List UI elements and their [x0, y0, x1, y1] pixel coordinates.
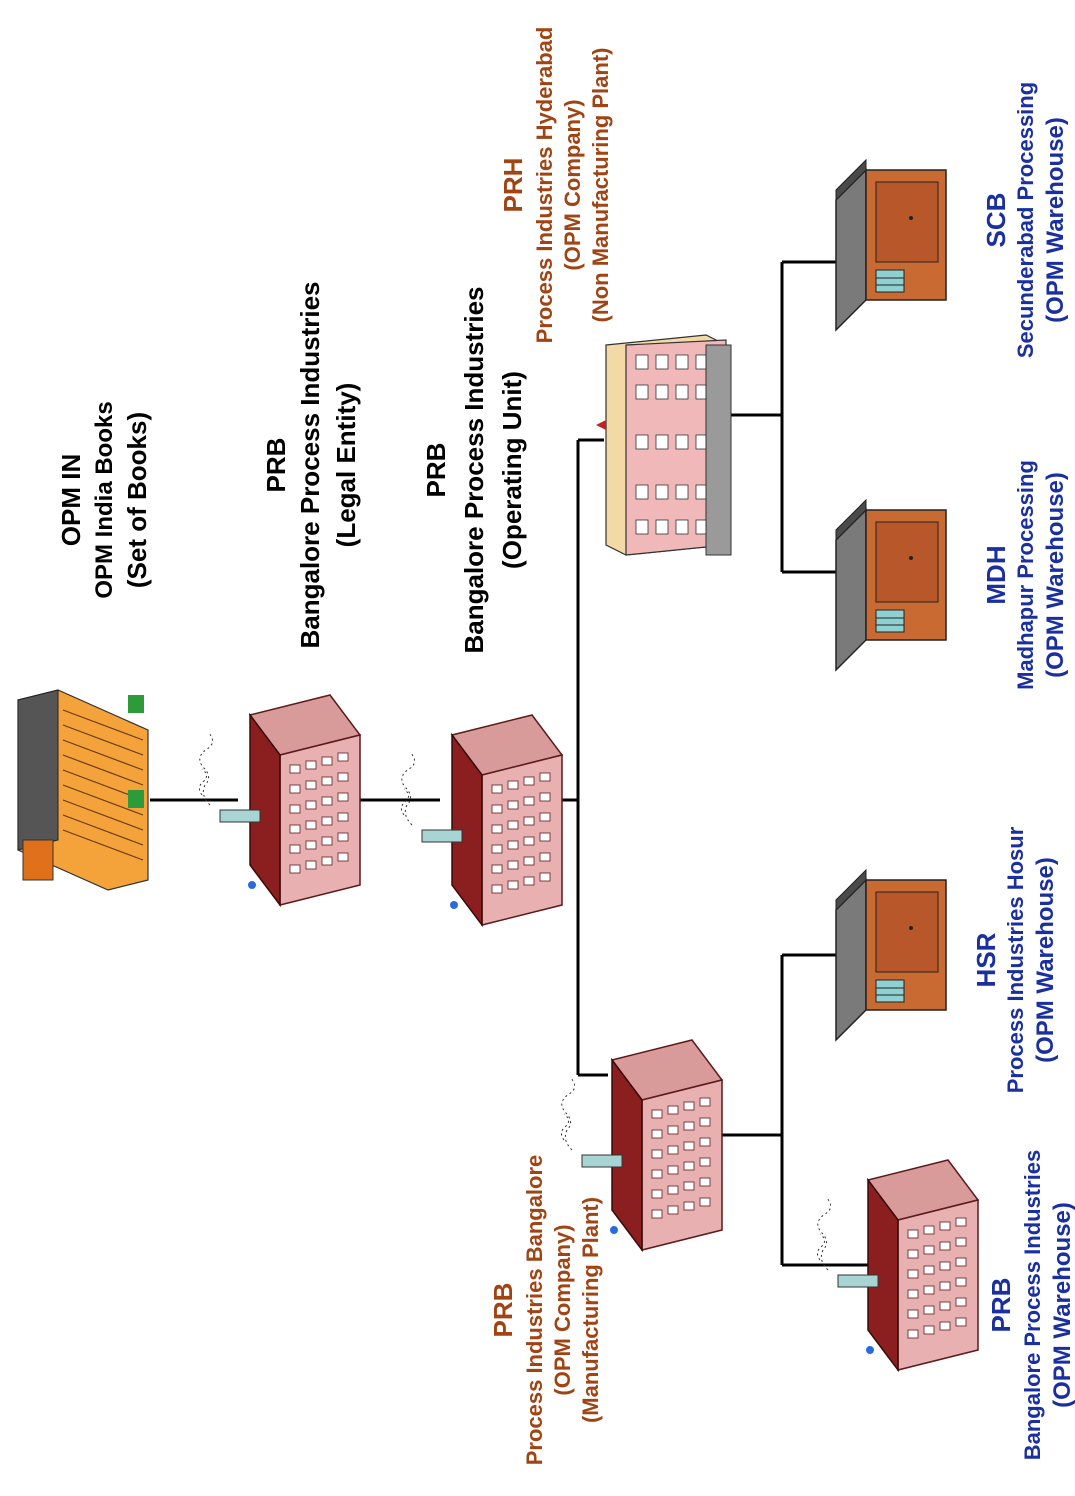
label-hsr: HSR Process Industries Hosur (OPM Wareho… [971, 826, 1059, 1093]
operating-unit-name: Bangalore Process Industries [459, 286, 489, 653]
label-mdh: MDH Madhapur Processing (OPM Warehouse) [981, 460, 1069, 690]
scb-code: SCB [981, 193, 1011, 248]
mdh-code: MDH [981, 545, 1011, 604]
hsr-name: Process Industries Hosur [1003, 826, 1028, 1093]
label-prb-warehouse: PRB Bangalore Process Industries (OPM Wa… [986, 1150, 1075, 1461]
prh-name: Process Industries Hyderabad [532, 27, 557, 344]
scb-name: Secunderabad Processing [1013, 82, 1038, 358]
hsr-code: HSR [971, 932, 1001, 987]
sob-type: (Set of Books) [122, 412, 152, 588]
factory-icon [400, 714, 563, 926]
label-scb: SCB Secunderabad Processing (OPM Warehou… [981, 82, 1069, 358]
mdh-name: Madhapur Processing [1013, 460, 1038, 690]
prb-wh-type: (OPM Warehouse) [1049, 1202, 1075, 1408]
sob-name: OPM India Books [91, 401, 118, 598]
hsr-type: (OPM Warehouse) [1032, 857, 1059, 1063]
prh-type: (OPM Company) [560, 99, 585, 270]
office-building-icon [595, 334, 732, 556]
operating-unit-type: (Operating Unit) [497, 371, 527, 569]
operating-unit-code: PRB [421, 443, 451, 498]
prb-company-code: PRB [488, 1283, 518, 1338]
office-tower-icon [17, 689, 149, 891]
prh-subtype: (Non Manufacturing Plant) [588, 48, 613, 323]
legal-entity-code: PRB [261, 438, 291, 493]
connectors [150, 260, 868, 1267]
legal-entity-type: (Legal Entity) [331, 383, 361, 548]
label-operating-unit: PRB Bangalore Process Industries (Operat… [421, 286, 527, 653]
label-set-of-books: OPM IN OPM India Books (Set of Books) [56, 401, 152, 598]
warehouse-icon [835, 159, 947, 331]
prh-code: PRH [498, 158, 528, 213]
label-prb-company: PRB Process Industries Bangalore (OPM Co… [488, 1155, 603, 1466]
prb-company-subtype: (Manufacturing Plant) [578, 1197, 603, 1423]
warehouse-icon [835, 869, 947, 1041]
scb-type: (OPM Warehouse) [1042, 117, 1069, 323]
sob-code: OPM IN [56, 454, 86, 546]
warehouse-icon [835, 499, 947, 671]
prb-wh-name: Bangalore Process Industries [1020, 1150, 1045, 1461]
label-prh: PRH Process Industries Hyderabad (OPM Co… [498, 27, 613, 344]
prb-wh-code: PRB [986, 1278, 1016, 1333]
label-legal-entity: PRB Bangalore Process Industries (Legal … [261, 281, 361, 648]
legal-entity-name: Bangalore Process Industries [295, 281, 325, 648]
mdh-type: (OPM Warehouse) [1042, 472, 1069, 678]
prb-company-type: (OPM Company) [550, 1224, 575, 1395]
prb-company-name: Process Industries Bangalore [522, 1155, 547, 1466]
